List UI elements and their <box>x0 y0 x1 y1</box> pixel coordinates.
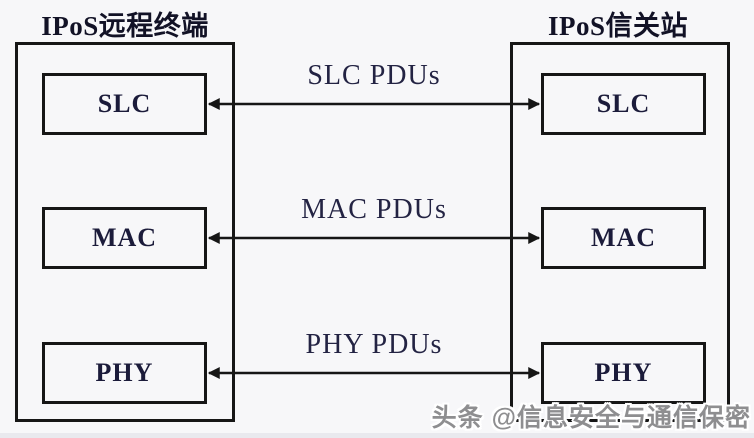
right-slc-label: SLC <box>596 89 651 118</box>
left-slc-layer-box: SLC <box>42 73 207 135</box>
right-phy-layer-box: PHY <box>541 342 706 404</box>
bottom-edge-strip <box>0 433 754 438</box>
left-mac-layer-box: MAC <box>42 207 207 269</box>
right-phy-label: PHY <box>594 358 653 387</box>
remote-terminal-box <box>15 42 235 422</box>
right-mac-layer-box: MAC <box>541 207 706 269</box>
left-phy-label: PHY <box>95 358 154 387</box>
slc-pdus-label: SLC PDUs <box>307 60 441 91</box>
phy-pdus-label: PHY PDUs <box>305 329 443 360</box>
left-mac-label: MAC <box>91 223 158 252</box>
left-slc-label: SLC <box>97 89 152 118</box>
mac-pdus-label: MAC PDUs <box>301 194 447 225</box>
right-slc-layer-box: SLC <box>541 73 706 135</box>
watermark-text: 头条 @信息安全与通信保密 <box>431 404 751 432</box>
right-column-title: IPoS信关站 <box>547 11 689 41</box>
left-phy-layer-box: PHY <box>42 342 207 404</box>
left-column-title: IPoS远程终端 <box>41 11 209 41</box>
gateway-station-box <box>510 42 730 422</box>
right-mac-label: MAC <box>590 223 657 252</box>
